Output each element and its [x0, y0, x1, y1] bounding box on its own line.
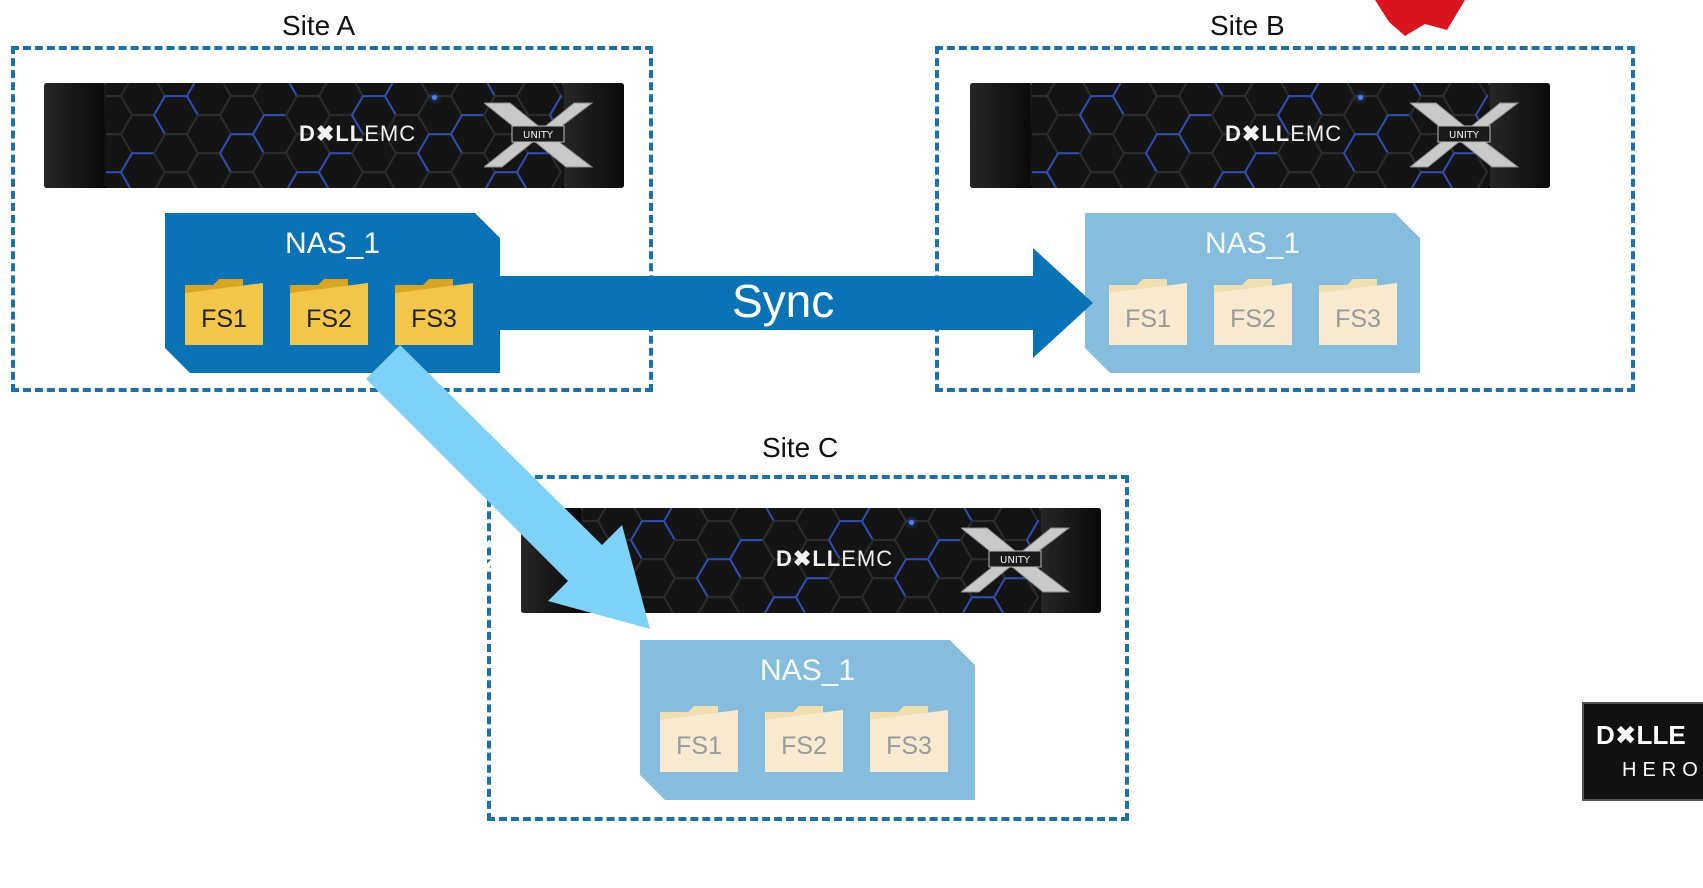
- folder-icon: FS1: [183, 275, 265, 347]
- status-led: [432, 95, 437, 100]
- server-left-ear: [44, 83, 104, 188]
- site-c-title: Site C: [762, 432, 839, 463]
- svg-text:UNITY: UNITY: [523, 130, 554, 141]
- folder-shape: [1109, 279, 1187, 345]
- folder-label: FS2: [306, 305, 352, 333]
- status-led: [909, 520, 914, 525]
- folder-icon: FS3: [393, 275, 475, 347]
- folder-icon: FS1: [1107, 275, 1189, 347]
- folder-icon: FS2: [288, 275, 370, 347]
- folder-label: FS1: [676, 732, 722, 760]
- unity-x-logo: UNITY: [484, 102, 594, 168]
- unity-x-logo: UNITY: [1410, 102, 1520, 168]
- dell-emc-logo: D✖LLEMC: [299, 121, 417, 146]
- nas-label: NAS_1: [759, 654, 856, 687]
- folder-label: FS3: [411, 305, 457, 333]
- folder-shape: [870, 706, 948, 772]
- folder-icon: FS2: [1212, 275, 1294, 347]
- server-right-ear: [1041, 508, 1101, 613]
- folder-icon: FS3: [868, 702, 950, 774]
- unity-x-logo: UNITY: [961, 527, 1071, 593]
- bezel-grille: [1032, 83, 1488, 188]
- dell-emc-logo: D✖LLEMC: [1225, 121, 1343, 146]
- server-left-ear: [970, 83, 1030, 188]
- folder-icon: FS2: [763, 702, 845, 774]
- dell-emc-hero-logo: D✖LLE HERO: [1582, 702, 1703, 801]
- site-b-storage-array: D✖LLEMC UNITY: [970, 83, 1550, 188]
- site-a-title: Site A: [282, 10, 356, 41]
- folder-shape: [185, 279, 263, 345]
- folder-shape: [1214, 279, 1292, 345]
- site-b-box: [935, 46, 1635, 392]
- folder-shape: [290, 279, 368, 345]
- nas-label: NAS_1: [284, 227, 381, 260]
- sync-label: Sync: [732, 275, 835, 327]
- dell-emc-logo: D✖LLEMC: [776, 546, 894, 571]
- site-b-title: Site B: [1210, 10, 1285, 41]
- folder-shape: [660, 706, 738, 772]
- folder-label: FS2: [781, 732, 827, 760]
- site-a-storage-array: D✖LLEMC UNITY: [44, 83, 624, 188]
- sync-arrow: [498, 248, 1093, 358]
- site-c-box: [487, 475, 1129, 821]
- site-a-box: [11, 46, 653, 392]
- red-stamp-graphic: [1375, 0, 1465, 36]
- folder-shape: [1319, 279, 1397, 345]
- folder-icon: FS1: [658, 702, 740, 774]
- folder-label: FS2: [1230, 305, 1276, 333]
- nas-label: NAS_1: [1204, 227, 1301, 260]
- folder-label: FS3: [886, 732, 932, 760]
- status-led: [1358, 95, 1363, 100]
- server-right-ear: [1490, 83, 1550, 188]
- svg-text:UNITY: UNITY: [1449, 130, 1480, 141]
- folder-icon: FS3: [1317, 275, 1399, 347]
- folder-label: FS3: [1335, 305, 1381, 333]
- logo-line2: HERO: [1622, 759, 1703, 781]
- folder-label: FS1: [201, 305, 247, 333]
- async-arrow: [366, 345, 650, 629]
- folder-label: FS1: [1125, 305, 1171, 333]
- site-c-nas-server: NAS_1 FS1 FS2 FS3: [640, 640, 975, 800]
- site-b-nas-server: NAS_1 FS1 FS2 FS3: [1085, 213, 1420, 373]
- site-a-nas-server: NAS_1 FS1 FS2 FS3: [165, 213, 500, 373]
- server-right-ear: [564, 83, 624, 188]
- folder-shape: [395, 279, 473, 345]
- svg-text:UNITY: UNITY: [1000, 555, 1031, 566]
- logo-line1: D✖LLE: [1596, 720, 1686, 750]
- folder-shape: [765, 706, 843, 772]
